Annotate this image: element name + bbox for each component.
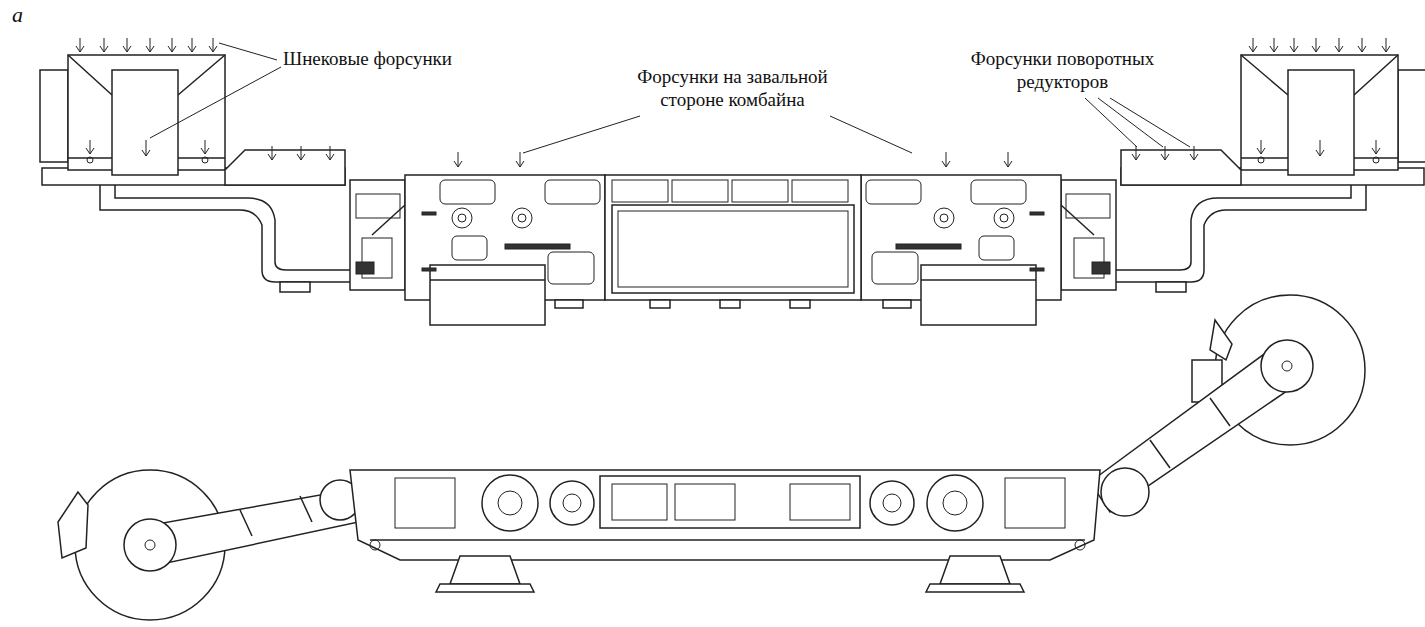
shearer-side-view: [58, 295, 1365, 620]
callout-label: Форсунки поворотных редукторов: [950, 48, 1175, 94]
callout-label: Шнековые форсунки: [283, 48, 452, 71]
callout-label: Форсунки на завальной стороне комбайна: [615, 66, 850, 112]
leader-lines: [150, 43, 1190, 153]
figure-letter: а: [12, 2, 23, 28]
left-end: [40, 38, 605, 325]
body-center-plan: [605, 175, 861, 308]
right-end: [861, 38, 1425, 325]
